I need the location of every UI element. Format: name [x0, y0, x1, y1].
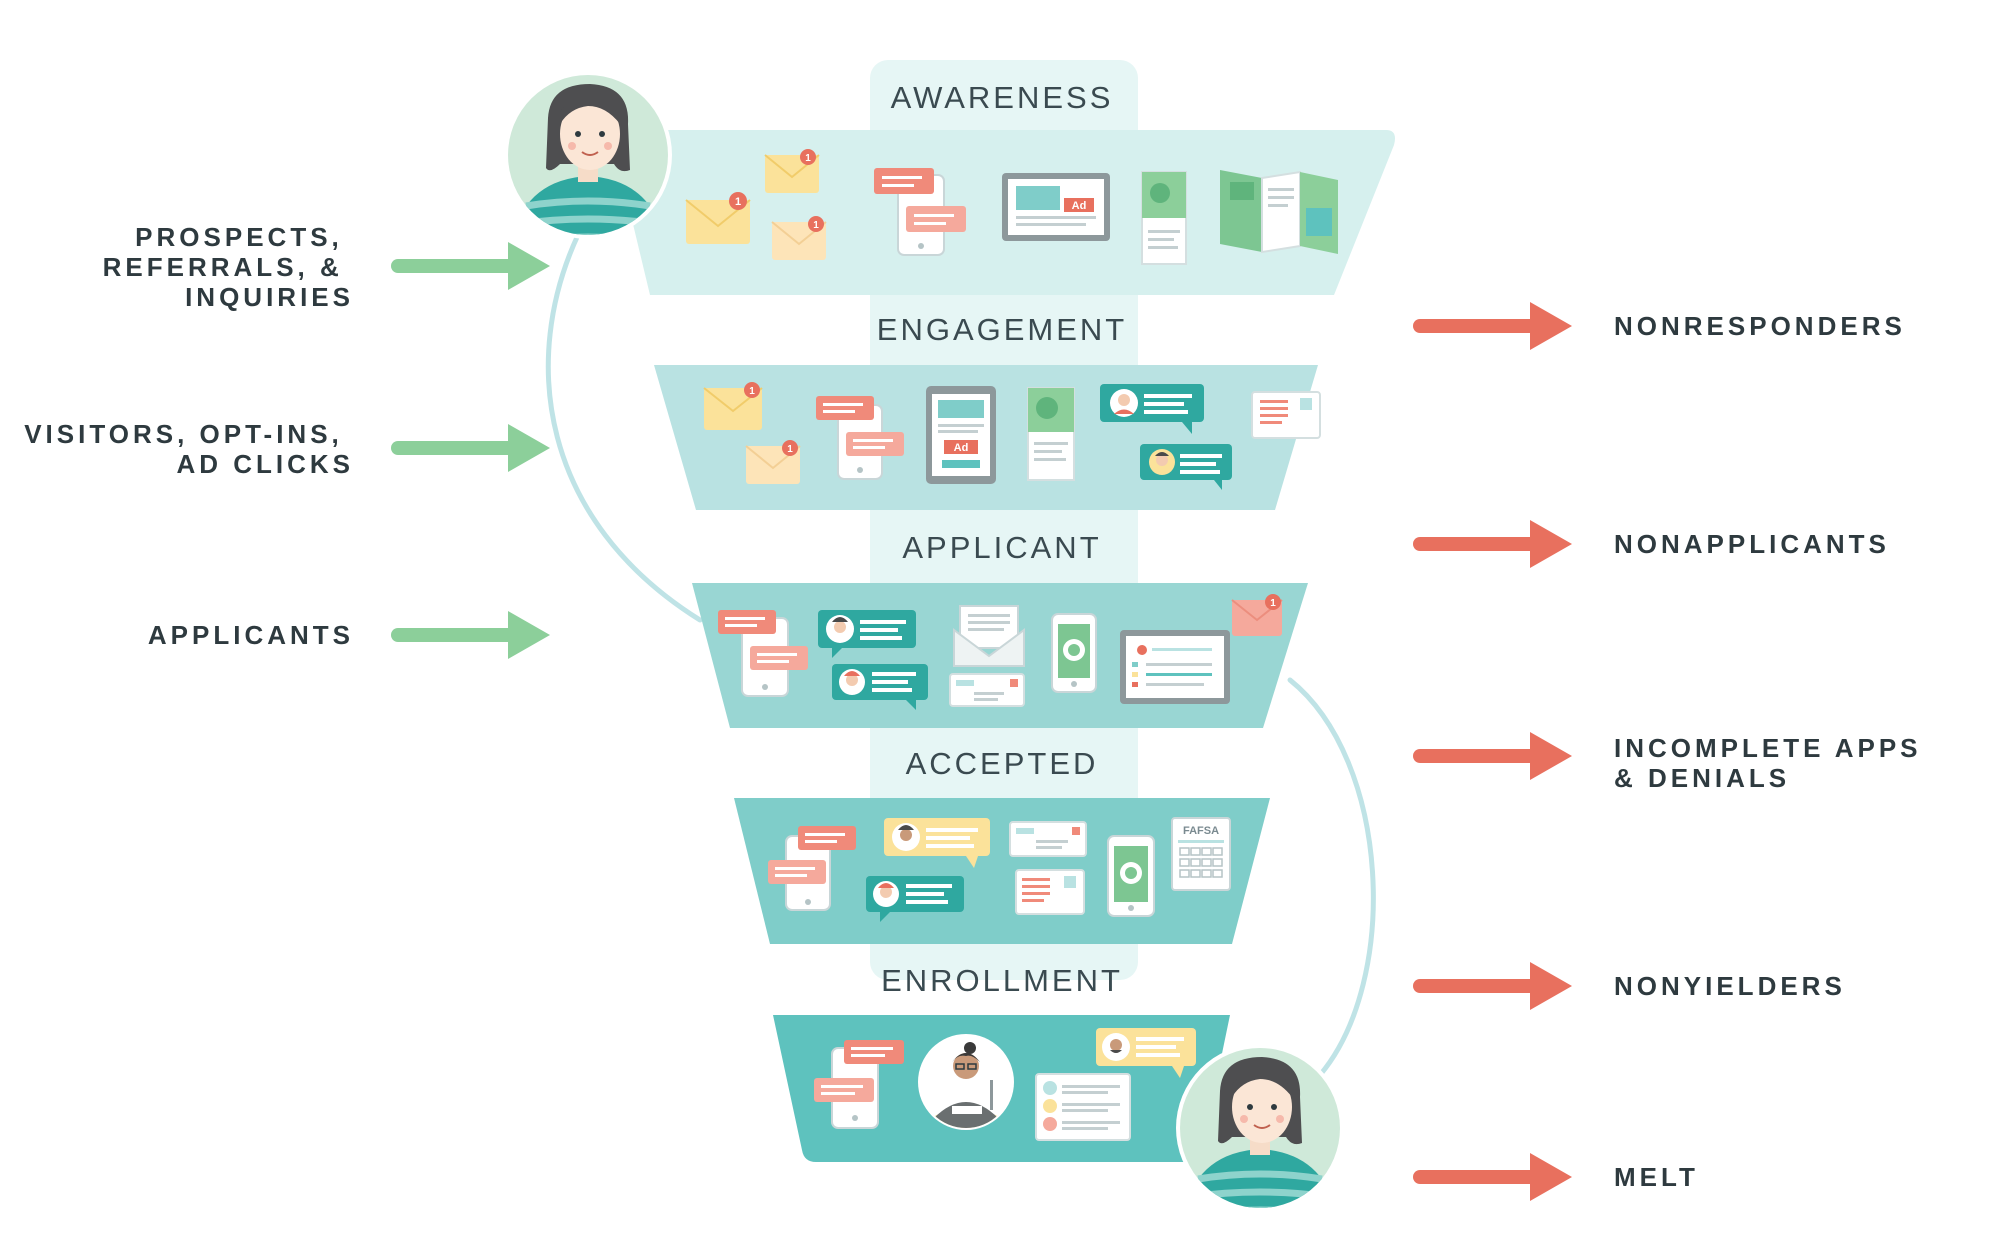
inflow-sources: PROSPECTS, REFERRALS, & INQUIRIES VISITO… [24, 222, 550, 659]
phone-messages-icon [816, 396, 904, 480]
chat-bubble-icon [818, 610, 916, 658]
outflow-arrow-icon [1413, 962, 1572, 1010]
awareness-icons: 1 1 1 Ad [685, 149, 1338, 265]
inflow-label: PROSPECTS, REFERRALS, & INQUIRIES [103, 222, 354, 312]
journey-path-line [545, 232, 1376, 1078]
notification-count: 1 [805, 153, 811, 164]
envelope-icon: 1 [771, 216, 827, 260]
tablet-ad-icon: Ad [926, 386, 996, 484]
outflow-label: NONYIELDERS [1614, 971, 1846, 1001]
envelope-icon: 1 [1231, 594, 1283, 636]
postcard-icon [1251, 391, 1321, 439]
stage-title-engagement: ENGAGEMENT [877, 312, 1127, 347]
notification-count: 1 [813, 220, 819, 231]
outflow-label-line: NONYIELDERS [1614, 971, 1846, 1001]
outflow-label: MELT [1614, 1162, 1699, 1192]
stage-title-awareness: AWARENESS [891, 80, 1114, 115]
outflow-arrow-icon [1413, 1153, 1572, 1201]
inflow-label-line: REFERRALS, & [103, 252, 343, 282]
engagement-icons: 1 1 Ad [703, 382, 1321, 490]
inflow-label-line: APPLICANTS [148, 620, 354, 650]
chat-bubble-icon [866, 876, 964, 922]
stage-title-accepted: ACCEPTED [906, 746, 1099, 781]
fafsa-label: FAFSA [1183, 825, 1219, 837]
envelope-icon: 1 [764, 149, 820, 193]
envelope-icon: 1 [685, 192, 751, 244]
notification-count: 1 [1270, 598, 1276, 609]
inflow-arrow-icon [391, 242, 550, 290]
inflow-label: APPLICANTS [148, 620, 354, 650]
enrollment-icons [814, 1028, 1196, 1141]
outflow-label-line: MELT [1614, 1162, 1699, 1192]
folded-brochure-icon [1220, 170, 1338, 254]
inflow-arrow-icon [391, 611, 550, 659]
stage-titles: AWARENESS ENGAGEMENT APPLICANT ACCEPTED … [877, 80, 1127, 998]
inflow-label-line: AD CLICKS [176, 449, 354, 479]
stage-title-applicant: APPLICANT [902, 530, 1101, 565]
inflow-arrow-icon [391, 424, 550, 472]
inflow-label-line: VISITORS, OPT-INS, [24, 419, 343, 449]
notification-count: 1 [787, 444, 793, 455]
inflow-visitors: VISITORS, OPT-INS, AD CLICKS [24, 419, 550, 479]
outflow-nonresponders: NONRESPONDERS [1413, 302, 1906, 350]
outflow-arrow-icon [1413, 520, 1572, 568]
contact-list-icon [1035, 1073, 1131, 1141]
envelope-icon: 1 [703, 382, 763, 430]
student-avatar-bottom [1176, 1044, 1344, 1212]
outflow-losses: NONRESPONDERS NONAPPLICANTS INCOMPLETE A… [1413, 302, 1933, 1201]
accepted-icons: FAFSA [768, 817, 1231, 922]
notification-count: 1 [735, 196, 741, 208]
inflow-prospects: PROSPECTS, REFERRALS, & INQUIRIES [103, 222, 550, 312]
phone-call-icon [1051, 613, 1097, 693]
notification-count: 1 [749, 386, 755, 397]
postcard-icon [949, 673, 1025, 707]
brochure-icon [1141, 171, 1187, 265]
stage-title-enrollment: ENROLLMENT [881, 963, 1123, 998]
phone-messages-icon [718, 610, 808, 697]
outflow-incomplete-apps: INCOMPLETE APPS & DENIALS [1413, 732, 1933, 793]
outflow-label-line: & DENIALS [1614, 763, 1790, 793]
ad-label: Ad [954, 442, 969, 454]
application-screen-icon [1120, 630, 1230, 704]
chat-bubble-icon [1100, 384, 1204, 434]
outflow-label-line: INCOMPLETE APPS [1614, 733, 1922, 763]
inflow-label-line: INQUIRIES [185, 282, 354, 312]
outflow-label: NONRESPONDERS [1614, 311, 1906, 341]
chat-bubble-icon [1096, 1028, 1196, 1078]
outflow-label-line: NONRESPONDERS [1614, 311, 1906, 341]
postcard-icon [1009, 821, 1087, 857]
outflow-label: INCOMPLETE APPS & DENIALS [1614, 733, 1933, 793]
outflow-label-line: NONAPPLICANTS [1614, 529, 1890, 559]
chat-bubble-icon [832, 664, 928, 710]
outflow-arrow-icon [1413, 302, 1572, 350]
display-ad-icon: Ad [1002, 173, 1110, 241]
inflow-label-line: PROSPECTS, [135, 222, 343, 252]
applicant-icons: 1 [718, 594, 1283, 710]
inflow-applicants: APPLICANTS [148, 611, 550, 659]
phone-call-icon [1107, 835, 1155, 917]
outflow-melt: MELT [1413, 1153, 1699, 1201]
chat-bubble-icon [884, 818, 990, 868]
ad-label: Ad [1072, 200, 1087, 212]
outflow-arrow-icon [1413, 732, 1572, 780]
phone-messages-icon [874, 168, 966, 256]
brochure-icon [1027, 387, 1075, 481]
outflow-label: NONAPPLICANTS [1614, 529, 1890, 559]
chat-bubble-icon [1140, 444, 1232, 490]
outflow-nonapplicants: NONAPPLICANTS [1413, 520, 1890, 568]
counselor-avatar-icon [918, 1034, 1014, 1130]
outflow-nonyielders: NONYIELDERS [1413, 962, 1846, 1010]
envelope-icon: 1 [745, 440, 801, 484]
phone-messages-icon [814, 1040, 904, 1129]
phone-messages-icon [768, 826, 856, 911]
inflow-label: VISITORS, OPT-INS, AD CLICKS [24, 419, 354, 479]
open-letter-icon [953, 605, 1025, 667]
postcard-icon [1015, 869, 1085, 915]
fafsa-form-icon: FAFSA [1171, 817, 1231, 891]
